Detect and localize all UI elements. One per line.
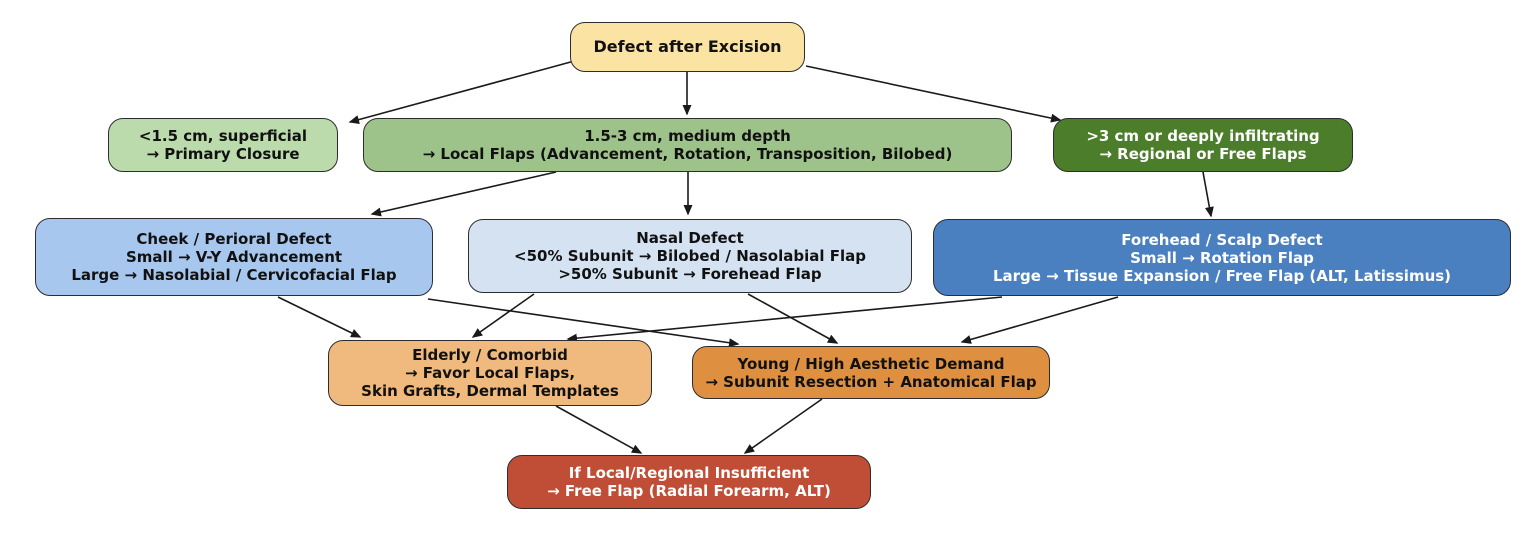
edge-large-to-forehead	[1202, 171, 1214, 218]
node-young-aesthetic-line1: Young / High Aesthetic Demand	[737, 354, 1005, 373]
edge-young-to-freeflap	[743, 398, 823, 454]
node-forehead-scalp-line2: Small → Rotation Flap	[1130, 248, 1314, 267]
node-young-high-aesthetic: Young / High Aesthetic Demand → Subunit …	[692, 346, 1050, 399]
node-medium-defect-line1: 1.5-3 cm, medium depth	[584, 127, 791, 145]
node-large-defect: >3 cm or deeply infiltrating → Regional …	[1053, 118, 1353, 172]
node-freeflap-line2: → Free Flap (Radial Forearm, ALT)	[547, 482, 831, 500]
node-small-defect-line2: → Primary Closure	[146, 145, 300, 163]
node-nasal-defect-line1: Nasal Defect	[636, 229, 744, 247]
node-cheek-perioral-defect: Cheek / Perioral Defect Small → V-Y Adva…	[35, 218, 433, 296]
node-elderly-comorbid-line3: Skin Grafts, Dermal Templates	[361, 382, 619, 400]
edge-cheek-to-young	[427, 298, 740, 348]
node-cheek-perioral-line1: Cheek / Perioral Defect	[136, 230, 332, 248]
node-small-defect-line1: <1.5 cm, superficial	[138, 127, 308, 145]
node-nasal-defect-line2: <50% Subunit → Bilobed / Nasolabial Flap	[514, 247, 866, 265]
edge-cheek-to-elderly	[277, 296, 362, 338]
edge-nasal-to-elderly	[471, 293, 535, 338]
edge-forehead-to-young	[960, 296, 1119, 344]
node-nasal-defect: Nasal Defect <50% Subunit → Bilobed / Na…	[468, 219, 912, 293]
node-young-aesthetic-line2: → Subunit Resection + Anatomical Flap	[705, 372, 1037, 391]
node-small-defect: <1.5 cm, superficial → Primary Closure	[108, 118, 338, 172]
node-medium-defect-line2: → Local Flaps (Advancement, Rotation, Tr…	[422, 145, 953, 163]
edge-root-to-large-defect	[805, 65, 1062, 123]
node-medium-defect: 1.5-3 cm, medium depth → Local Flaps (Ad…	[363, 118, 1012, 172]
edge-nasal-to-young	[747, 293, 839, 344]
node-elderly-comorbid-line2: → Favor Local Flaps,	[404, 364, 576, 382]
edge-medium-to-cheek	[370, 171, 557, 217]
node-forehead-scalp-line1: Forehead / Scalp Defect	[1121, 230, 1323, 249]
node-nasal-defect-line3: >50% Subunit → Forehead Flap	[558, 265, 822, 283]
node-forehead-scalp-line3: Large → Tissue Expansion / Free Flap (AL…	[992, 266, 1452, 285]
node-cheek-perioral-line2: Small → V-Y Advancement	[125, 248, 343, 266]
node-large-defect-line1: >3 cm or deeply infiltrating	[1086, 127, 1320, 145]
node-large-defect-line2: → Regional or Free Flaps	[1099, 145, 1307, 163]
node-elderly-comorbid: Elderly / Comorbid → Favor Local Flaps, …	[328, 340, 652, 406]
node-forehead-scalp-defect: Forehead / Scalp Defect Small → Rotation…	[933, 219, 1511, 296]
node-cheek-perioral-line3: Large → Nasolabial / Cervicofacial Flap	[71, 266, 397, 284]
edge-elderly-to-freeflap	[555, 405, 643, 454]
node-defect-after-excision: Defect after Excision	[570, 22, 805, 72]
node-elderly-comorbid-line1: Elderly / Comorbid	[412, 346, 568, 364]
edge-forehead-to-elderly	[566, 296, 1003, 343]
node-defect-after-excision-line1: Defect after Excision	[593, 37, 782, 57]
edge-root-to-small-defect	[348, 59, 579, 124]
node-freeflap-line1: If Local/Regional Insufficient	[568, 464, 810, 482]
node-local-regional-insufficient: If Local/Regional Insufficient → Free Fl…	[507, 455, 871, 509]
